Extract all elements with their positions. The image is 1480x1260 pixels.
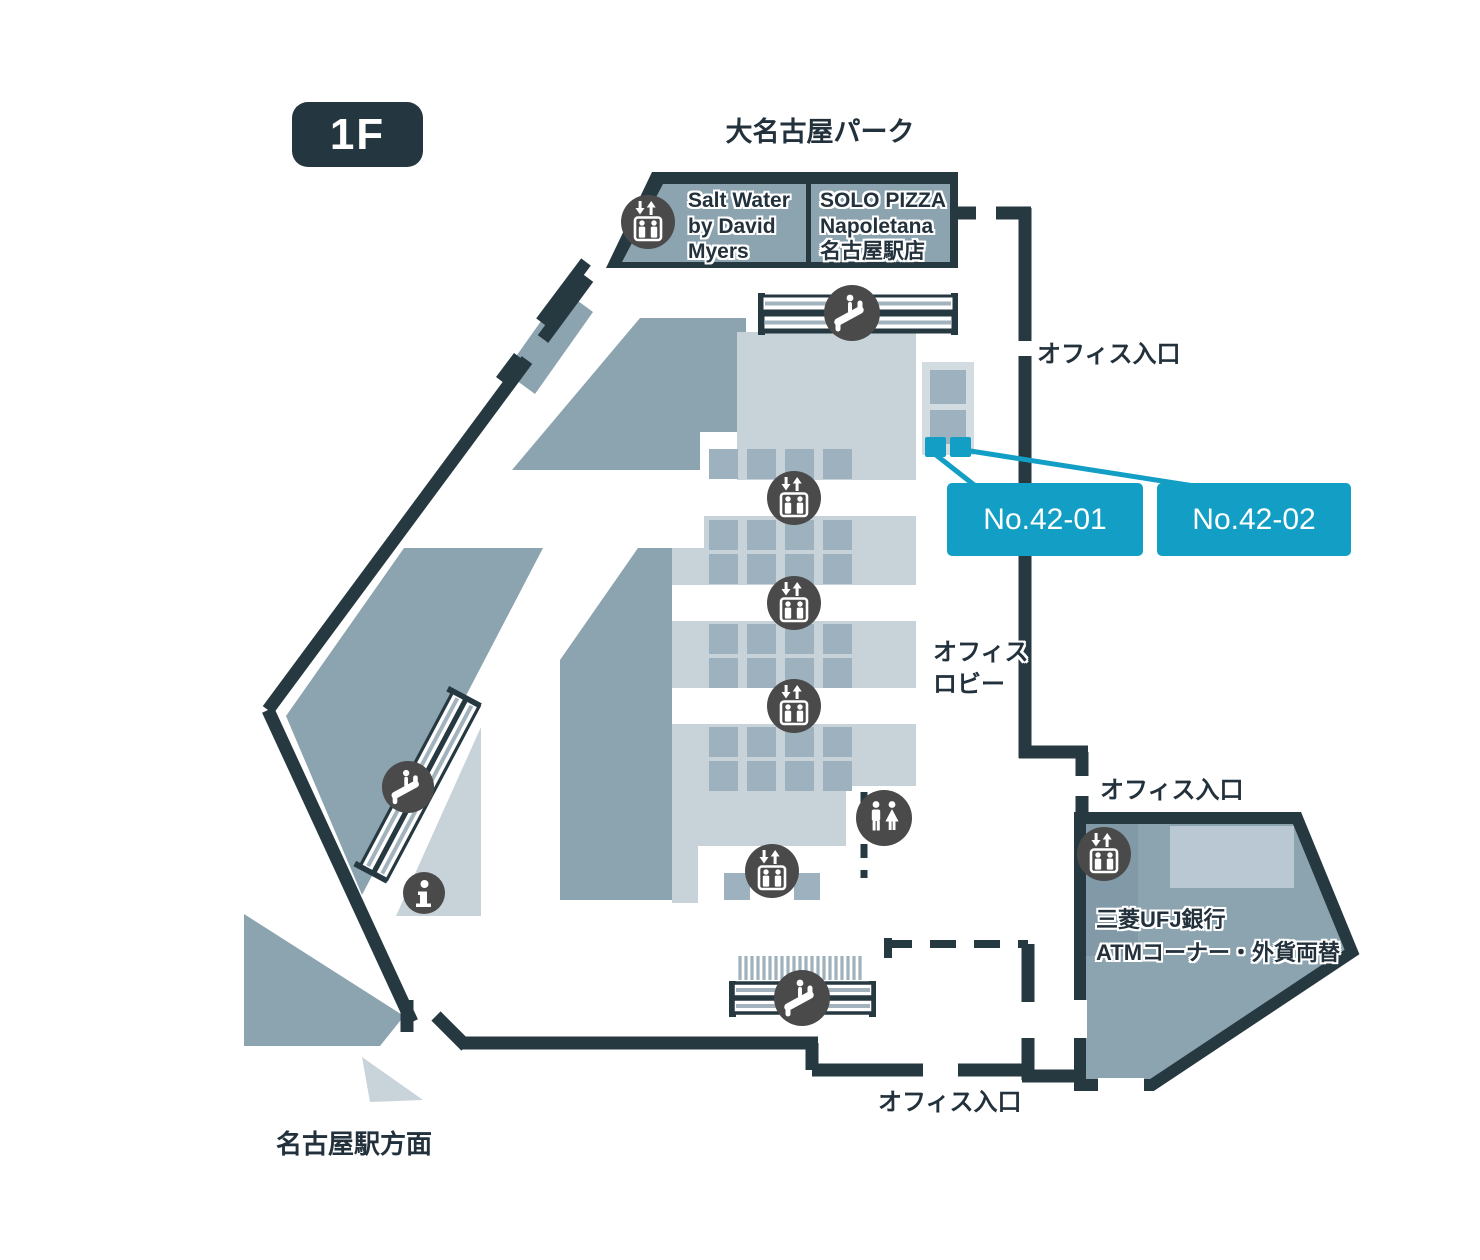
shop-band xyxy=(606,172,958,268)
elevator-icon xyxy=(619,193,677,251)
elevator-icon xyxy=(765,469,823,527)
unit-markers xyxy=(925,437,1208,491)
elevator-icon xyxy=(765,677,823,735)
elevator-icon xyxy=(1075,825,1133,883)
station-direction-arrow xyxy=(362,1057,423,1102)
information-icon xyxy=(403,872,445,914)
office-entrance-label-top: オフィス入口 xyxy=(1037,341,1181,368)
office-lobby-label: オフィス ロビー xyxy=(933,639,1029,698)
bank-label: 三菱UFJ銀行 ATMコーナー・外貨両替 xyxy=(1096,907,1341,965)
station-direction-label: 名古屋駅方面 xyxy=(276,1129,433,1159)
area-label-dai-nagoya-park: 大名古屋パーク xyxy=(725,117,915,147)
escalator-icon xyxy=(382,761,434,813)
unit-badge-42-01[interactable]: No.42-01 xyxy=(947,483,1143,556)
unit-42-01-marker xyxy=(925,437,946,457)
escalator-icon xyxy=(774,970,830,1026)
elevator-shaft-grid xyxy=(709,449,852,900)
shop-label-solo-pizza: SOLO PIZZA Napoletana 名古屋駅店 xyxy=(820,189,946,264)
office-entrance-label-right: オフィス入口 xyxy=(1100,777,1244,804)
unit-42-02-marker xyxy=(950,437,971,457)
restroom-icon xyxy=(856,790,912,846)
stairs-bottom xyxy=(738,938,892,980)
unit-badge-42-02[interactable]: No.42-02 xyxy=(1157,483,1351,556)
elevator-icon xyxy=(743,842,801,900)
walls xyxy=(262,206,1089,1083)
floor-badge: 1F xyxy=(292,102,423,167)
office-entrance-label-bottom: オフィス入口 xyxy=(878,1089,1022,1116)
floor-areas xyxy=(286,318,746,916)
escalator-icon xyxy=(824,285,880,341)
elevator-icon xyxy=(765,574,823,632)
shop-label-salt-water: Salt Water by David Myers xyxy=(688,189,790,264)
